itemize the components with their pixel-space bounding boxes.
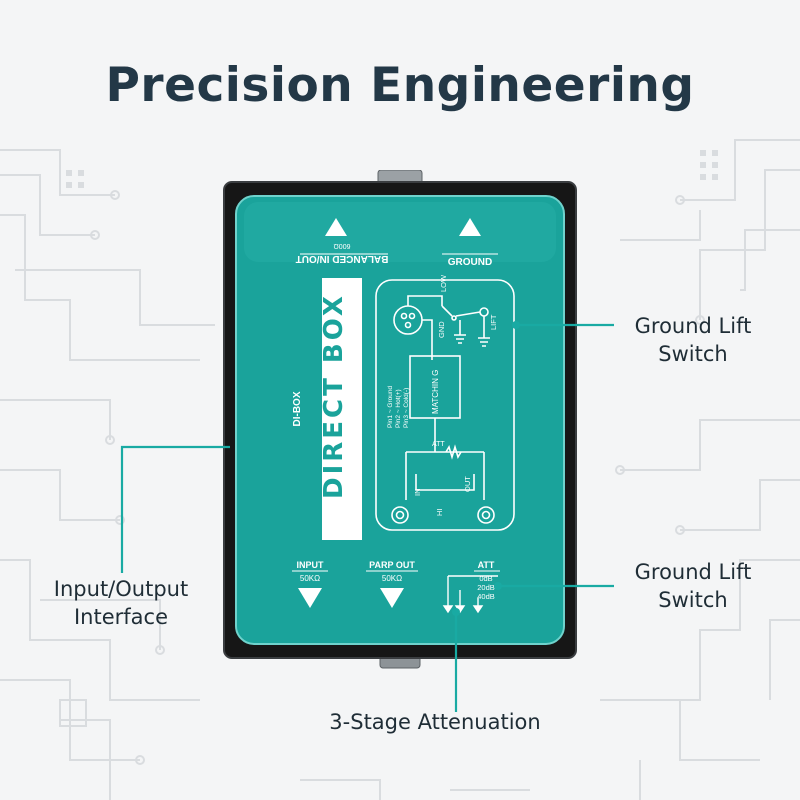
balanced-arrow-icon [325, 218, 347, 236]
parp-out-label: PARP OUT [369, 560, 415, 570]
att-level-0: 0dB [479, 574, 492, 583]
parp-ohm-label: 50KΩ [382, 574, 402, 583]
callout-attenuation: 3-Stage Attenuation [329, 710, 541, 734]
ground-label: GROUND [448, 257, 492, 268]
schematic-gnd-label: GND [437, 321, 446, 338]
circuit-schematic [375, 279, 515, 531]
parp-out-arrow-icon [380, 588, 404, 608]
input-ohm-label: 50KΩ [300, 574, 320, 583]
pin1-label: Pin1 ~ Ground [387, 386, 394, 428]
callout-ground-lift-bottom: Ground Lift Switch [634, 560, 752, 612]
balanced-io-label: BALANCED IN/OUT [296, 253, 389, 264]
schematic-low-label: LOW [439, 274, 448, 292]
schematic-hi-label: HI [435, 509, 444, 517]
att-level-1: 20dB [477, 583, 495, 592]
schematic-lift-label: LIFT [489, 314, 498, 330]
schematic-att-label: ATT [432, 441, 445, 448]
schematic-matching-label: MATCHIN G [431, 370, 440, 414]
direct-box-title: DIRECT BOX [319, 293, 349, 499]
callout-io-interface: Input/Output Interface [53, 577, 189, 629]
att-level-2: 40dB [477, 592, 495, 601]
ground-arrow-icon [459, 218, 481, 236]
pin3-label: Pin3 ~ Cold(-) [403, 388, 410, 428]
schematic-out-label: OUT [463, 476, 472, 492]
di-box-label: DI-BOX [292, 391, 303, 426]
balanced-ohm-label: 600Ω [334, 242, 351, 249]
att-label: ATT [478, 560, 495, 570]
di-box-device: BALANCED IN/OUT 600Ω GROUND DIRECT BOX D… [223, 170, 577, 669]
input-arrow-icon [298, 588, 322, 608]
direct-box-plate [322, 278, 362, 540]
schematic-in-label: IN [413, 489, 422, 497]
input-label: INPUT [297, 560, 325, 570]
page-headline: Precision Engineering [105, 58, 695, 113]
callout-ground-lift-top: Ground Lift Switch [634, 314, 752, 366]
pin2-label: Pin2 ~ Hot(+) [395, 389, 402, 428]
